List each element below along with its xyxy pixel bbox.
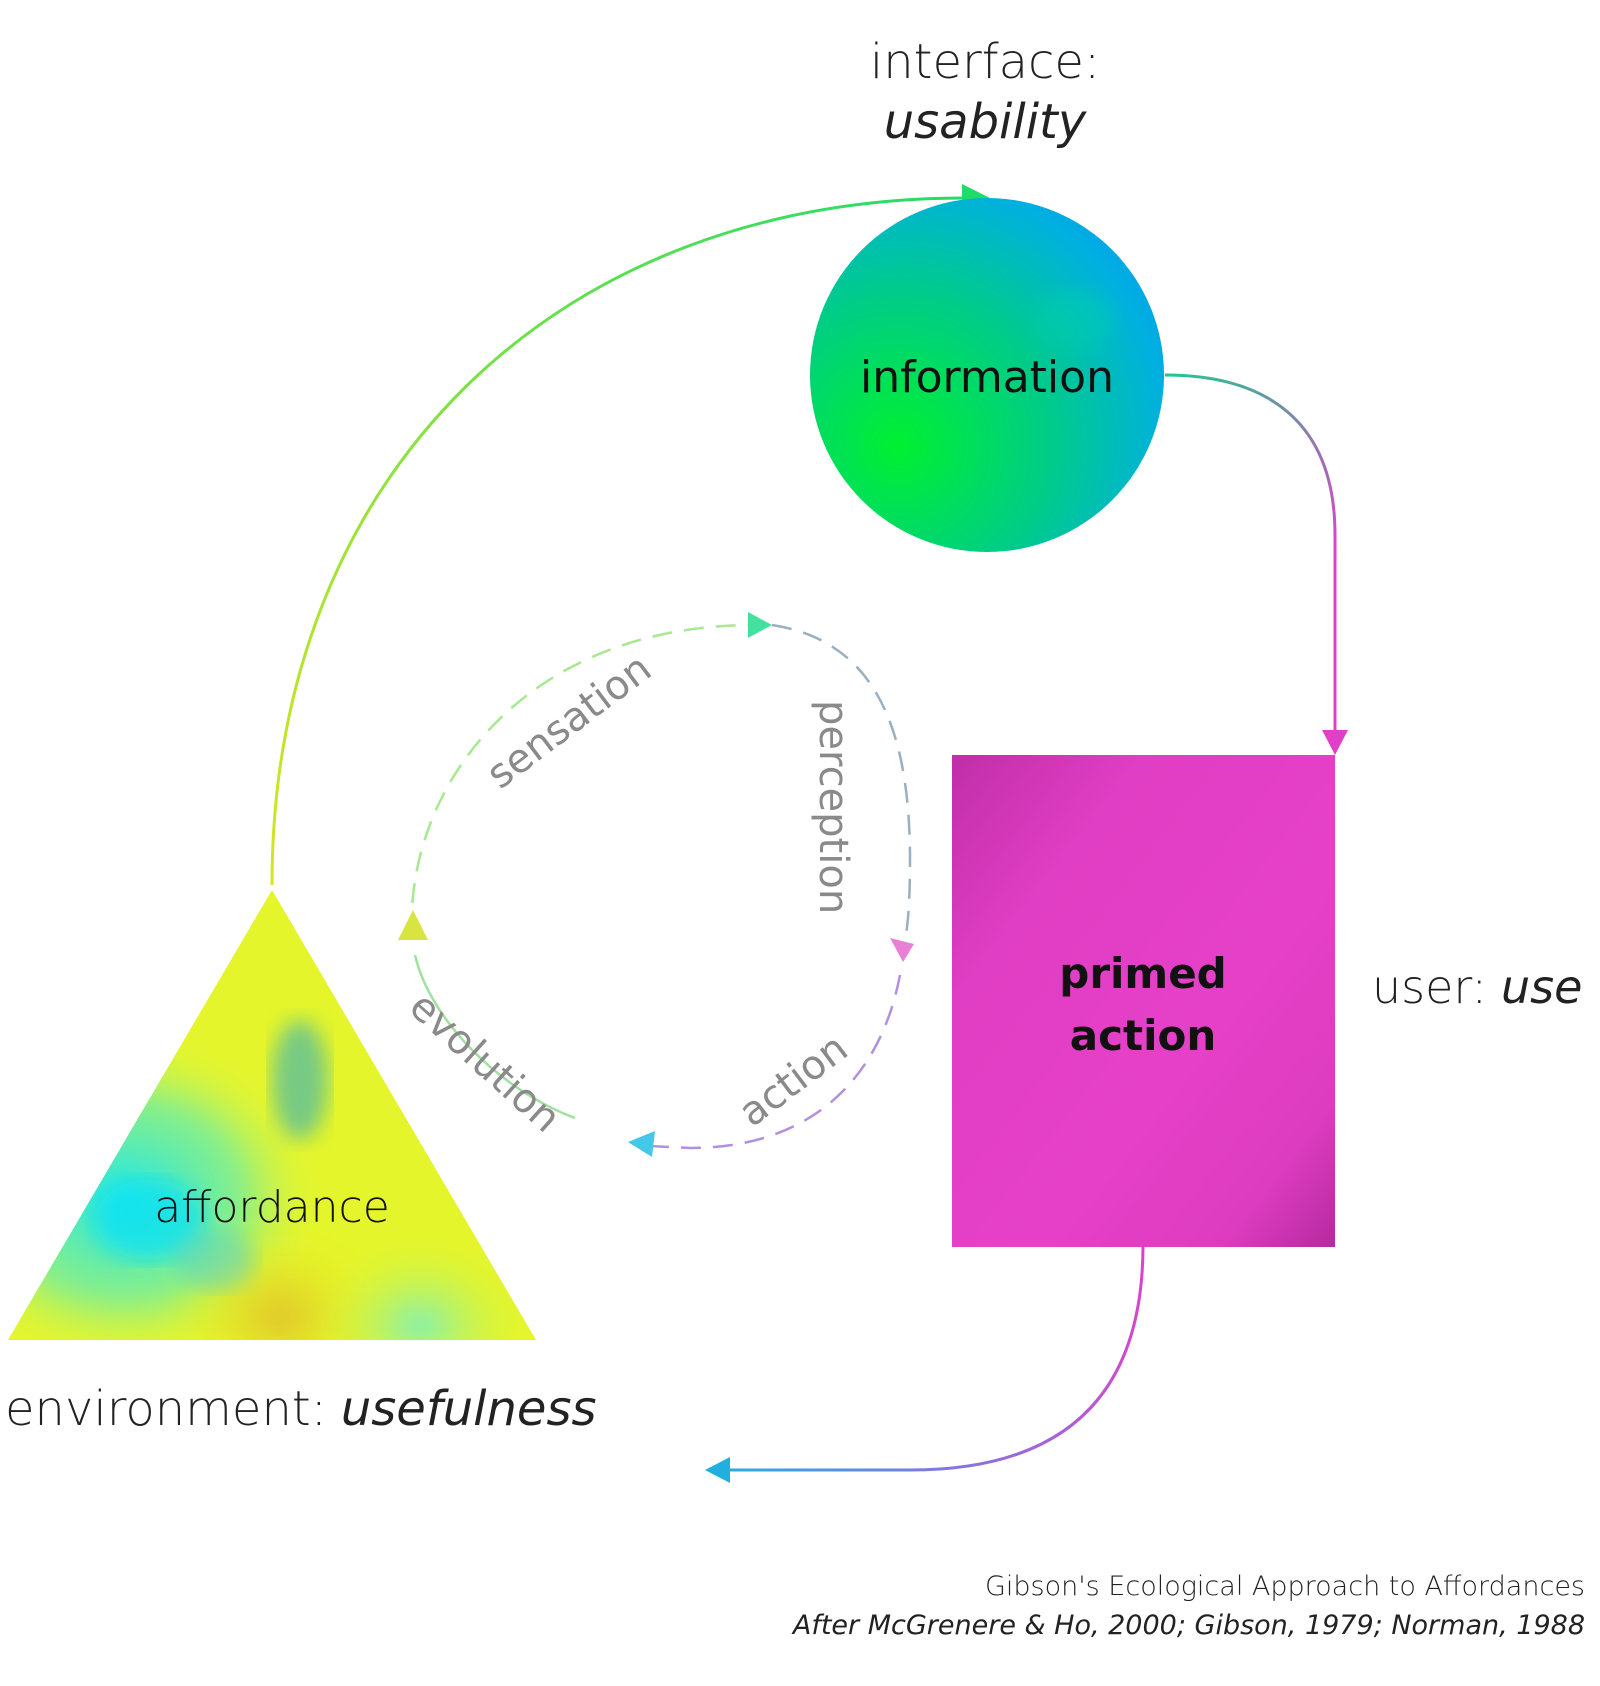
action-path xyxy=(649,974,902,1150)
information-node xyxy=(810,198,1164,552)
sensation-path xyxy=(410,623,749,936)
primed-action-node xyxy=(952,755,1335,1247)
arrowhead-icon xyxy=(890,938,914,962)
action-to-environment-arrow xyxy=(725,1244,1145,1472)
action-label: action xyxy=(730,1025,856,1136)
user-label: user: use xyxy=(1372,960,1582,1014)
arrowhead-icon xyxy=(628,1131,655,1157)
perception-label: perception xyxy=(810,700,856,914)
arrowhead-icon xyxy=(748,612,772,638)
information-node-highlight xyxy=(1035,290,1115,350)
affordance-label: affordance xyxy=(154,1182,390,1233)
caption-title: Gibson's Ecological Approach to Affordan… xyxy=(985,1571,1585,1602)
affordance-to-information-arrow xyxy=(270,196,966,886)
information-to-action-arrow xyxy=(1164,373,1337,735)
information-label: information xyxy=(860,352,1114,403)
arrowhead-icon xyxy=(1322,730,1348,755)
affordance-node xyxy=(8,890,536,1340)
interface-label: interface: xyxy=(870,34,1100,90)
environment-label-key: environment: xyxy=(5,1381,327,1437)
environment-label: environment:usefulness xyxy=(5,1381,596,1437)
evolution-label: evolution xyxy=(400,983,569,1142)
interface-value: usability xyxy=(884,94,1087,150)
user-label-value: use xyxy=(1501,960,1582,1014)
caption-citation: After McGrenere & Ho, 2000; Gibson, 1979… xyxy=(791,1610,1585,1641)
primed-action-label-line2: action xyxy=(1070,1011,1216,1060)
arrowhead-icon xyxy=(398,910,428,940)
environment-label-value: usefulness xyxy=(341,1381,597,1437)
arrowhead-icon xyxy=(705,1457,730,1483)
user-label-key: user: xyxy=(1372,960,1487,1014)
primed-action-label-line1: primed xyxy=(1059,949,1227,998)
evolution-path xyxy=(413,954,576,1120)
